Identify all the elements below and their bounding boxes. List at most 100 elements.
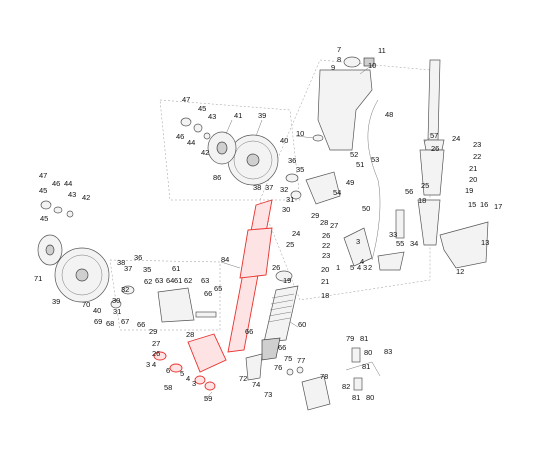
fork-tube-highlighted — [153, 199, 273, 391]
part-number-label: 62 — [144, 277, 152, 286]
part-number-label: 76 — [274, 363, 282, 372]
part-number-label: 16 — [480, 200, 488, 209]
part-number-label: 22 — [322, 241, 330, 250]
part-number-label: 4 — [357, 263, 361, 272]
part-number-label: 38 — [117, 258, 125, 267]
part-number-label: 30 — [112, 296, 120, 305]
part-number-label: 6 — [166, 366, 170, 375]
part-number-label: 72 — [239, 374, 247, 383]
part-number-label: 49 — [346, 178, 354, 187]
brake-caliper-lower — [110, 285, 217, 323]
wheel-hub-lower — [37, 200, 74, 266]
fork-yoke — [312, 56, 375, 151]
part-number-label: 44 — [187, 138, 195, 147]
lower-brackets — [245, 347, 381, 411]
part-number-label: 36 — [134, 253, 142, 262]
part-number-label: 78 — [320, 372, 328, 381]
part-number-label: 64 — [166, 276, 174, 285]
part-number-label: 10 — [368, 61, 376, 70]
part-number-label: 40 — [93, 306, 101, 315]
part-number-label: 19 — [283, 276, 291, 285]
leader-lines — [203, 67, 431, 402]
part-number-label: 19 — [465, 186, 473, 195]
part-number-label: 77 — [297, 356, 305, 365]
part-number-label: 43 — [208, 112, 216, 121]
part-number-label: 45 — [39, 186, 47, 195]
brake-disc-upper — [227, 134, 279, 186]
part-number-label: 37 — [265, 183, 273, 192]
part-number-label: 54 — [333, 188, 341, 197]
part-number-label: 79 — [346, 334, 354, 343]
part-number-label: 57 — [430, 131, 438, 140]
part-number-label: 3 — [146, 360, 150, 369]
part-number-label: 43 — [68, 190, 76, 199]
part-number-label: 31 — [113, 307, 121, 316]
part-number-label: 42 — [201, 148, 209, 157]
part-number-label: 42 — [82, 193, 90, 202]
part-number-label: 17 — [494, 202, 502, 211]
part-number-label: 26 — [322, 231, 330, 240]
part-number-label: 35 — [296, 165, 304, 174]
part-number-label: 36 — [288, 156, 296, 165]
brake-caliper-upper — [285, 171, 341, 205]
part-number-label: 21 — [469, 164, 477, 173]
part-number-label: 12 — [456, 267, 464, 276]
part-number-label: 22 — [473, 152, 481, 161]
part-number-label: 74 — [252, 380, 260, 389]
part-number-label: 4 — [152, 360, 156, 369]
part-number-label: 18 — [418, 196, 426, 205]
shock-absorber — [261, 270, 299, 361]
part-number-label: 52 — [350, 150, 358, 159]
assembly-outlines — [109, 59, 431, 331]
part-number-label: 59 — [204, 394, 212, 403]
part-number-label: 35 — [143, 265, 151, 274]
part-number-label: 29 — [311, 211, 319, 220]
part-number-label: 81 — [352, 393, 360, 402]
part-number-label: 25 — [421, 181, 429, 190]
part-number-label: 5 — [350, 263, 354, 272]
part-number-label: 80 — [364, 348, 372, 357]
part-number-label: 3 — [363, 263, 367, 272]
part-number-label: 3 — [356, 237, 360, 246]
part-number-label: 33 — [389, 230, 397, 239]
part-number-label: 63 — [201, 276, 209, 285]
part-number-label: 82 — [342, 382, 350, 391]
part-number-label: 27 — [330, 221, 338, 230]
part-number-label: 73 — [264, 390, 272, 399]
part-number-label: 32 — [280, 185, 288, 194]
part-number-label: 53 — [371, 155, 379, 164]
part-number-label: 18 — [321, 291, 329, 300]
part-number-label: 9 — [331, 63, 335, 72]
part-number-label: 48 — [385, 110, 393, 119]
part-number-label: 45 — [40, 214, 48, 223]
part-number-label: 4 — [186, 374, 190, 383]
part-number-label: 40 — [280, 136, 288, 145]
part-number-label: 67 — [121, 317, 129, 326]
part-number-label: 24 — [452, 134, 460, 143]
part-number-label: 47 — [182, 95, 190, 104]
part-number-label: 20 — [321, 265, 329, 274]
part-number-label: 46 — [52, 179, 60, 188]
part-number-label: 20 — [469, 175, 477, 184]
part-number-label: 75 — [284, 354, 292, 363]
part-number-label: 81 — [360, 334, 368, 343]
part-number-label: 28 — [186, 330, 194, 339]
part-number-label: 30 — [282, 205, 290, 214]
part-number-label: 61 — [172, 264, 180, 273]
part-number-label: 66 — [204, 289, 212, 298]
brake-cable — [367, 99, 381, 261]
part-number-label: 5 — [180, 369, 184, 378]
part-number-label: 81 — [362, 362, 370, 371]
steering-tube — [417, 59, 445, 246]
part-number-label: 39 — [258, 111, 266, 120]
part-number-label: 51 — [356, 160, 364, 169]
part-number-label: 68 — [106, 319, 114, 328]
part-number-label: 45 — [198, 104, 206, 113]
front-fender — [439, 221, 489, 269]
part-number-label: 4 — [360, 257, 364, 266]
part-number-label: 2 — [368, 263, 372, 272]
part-number-label: 21 — [321, 277, 329, 286]
part-number-label: 62 — [184, 276, 192, 285]
part-number-label: 86 — [213, 173, 221, 182]
